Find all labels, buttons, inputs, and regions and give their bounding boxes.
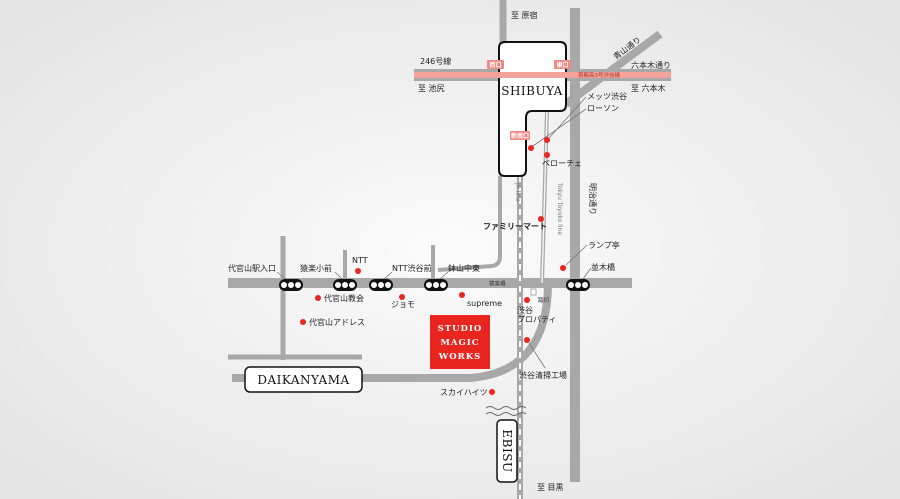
lawson-marker xyxy=(528,145,534,151)
traffic-light-icon xyxy=(279,279,303,291)
ntt-marker xyxy=(355,268,361,274)
namikibashi-label: 並木橋 xyxy=(591,262,615,272)
veloce-marker xyxy=(544,152,550,158)
mets-leader xyxy=(548,96,587,139)
daikanyama-station-name: DAIKANYAMA xyxy=(257,373,349,387)
daikanyama-address-label: 代官山アドレス xyxy=(309,317,365,327)
hachiyama-to-station-road xyxy=(437,176,502,272)
family-mart-marker xyxy=(538,216,544,222)
to-harajuku-label: 至 原宿 xyxy=(511,10,538,20)
traffic-light-icon xyxy=(333,279,357,291)
hachiyama-chuto-leader xyxy=(438,271,449,281)
lawson-leader xyxy=(532,108,587,147)
exit-west-badge xyxy=(487,60,504,69)
to-ikejiri-label: 至 池尻 xyxy=(418,83,445,93)
incineration-plant-leader xyxy=(528,342,546,369)
to-roppongi-label: 至 六本木 xyxy=(631,83,666,93)
hachiyama-chuto-label: 鉢山中東 xyxy=(448,263,480,273)
incineration-plant-label: 渋谷清掃工場 xyxy=(519,370,567,380)
jr-line-label: JR line xyxy=(514,182,521,202)
crossing-marker xyxy=(530,288,537,296)
daikanyama-station-badge xyxy=(244,366,363,393)
exit-west-label: 西口 xyxy=(489,61,501,69)
mets-shibuya-marker xyxy=(544,137,550,143)
sky-heights-label: スカイハイツ xyxy=(440,388,488,397)
studio-name-line1: STUDIO xyxy=(438,324,483,334)
expressway-label: 首都高3号渋谷線 xyxy=(578,71,620,79)
shibuya-property-marker xyxy=(524,297,530,303)
exit-east-label: 東口 xyxy=(556,61,568,69)
exit-new-south-badge xyxy=(510,131,530,140)
supreme-label: supreme xyxy=(467,299,502,308)
route-246-label: 246号線 xyxy=(420,56,451,66)
sarugaku-bridge-label: 猿楽橋 xyxy=(489,280,506,288)
daikanyama-curve-road xyxy=(232,282,552,382)
jomo-marker xyxy=(399,294,405,300)
crossing-label: 踏切 xyxy=(538,296,550,304)
studio-name-line3: WORKS xyxy=(438,352,482,362)
daikanyama-entrance-leader xyxy=(276,271,288,281)
lamp-tei-label: ランプ亭 xyxy=(588,240,620,250)
daikanyama-entrance-label: 代官山駅入口 xyxy=(228,263,276,273)
studio-magic-works-location: STUDIO MAGIC WORKS xyxy=(430,315,490,369)
road-break-marks xyxy=(485,406,527,416)
traffic-light-icon xyxy=(566,279,590,291)
shibuya-station-name: SHIBUYA xyxy=(501,84,563,98)
mets-shibuya-label: メッツ渋谷 xyxy=(587,91,627,101)
studio-name-line2: MAGIC xyxy=(440,338,479,348)
lawson-label: ローソン xyxy=(587,104,619,113)
studio-box xyxy=(430,315,490,369)
ebisu-station-name: EBISU xyxy=(500,429,514,472)
sarugaku-sho-mae-leader xyxy=(334,271,344,281)
daikanyama-church-label: 代官山教会 xyxy=(324,293,364,303)
sarugaku-sho-mae-label: 猿楽小前 xyxy=(300,263,332,273)
ntt-label: NTT xyxy=(352,256,368,265)
shibuya-property-label-line1: 渋谷 xyxy=(517,305,533,315)
jomo-label: ジョモ xyxy=(391,300,415,309)
to-meguro-label: 至 目黒 xyxy=(537,483,564,492)
meiji-dori-label: 明治通り xyxy=(588,183,598,215)
ntt-shibuya-mae-leader xyxy=(382,271,393,281)
daikanyama-church-marker xyxy=(315,295,321,301)
supreme-marker xyxy=(459,292,465,298)
ntt-shibuya-mae-label: NTT渋谷前 xyxy=(392,263,432,273)
exit-new-south-label: 新南口 xyxy=(511,132,529,140)
namikibashi-leader xyxy=(582,267,592,280)
sky-heights-marker xyxy=(489,389,495,395)
ebisu-station-badge xyxy=(496,419,518,483)
veloce-label: ベローチェ xyxy=(542,159,582,168)
roppongi-dori-label: 六本木通り xyxy=(631,60,671,70)
toyoko-line-label: Tokyu Toyoko line xyxy=(556,182,563,235)
traffic-light-icon xyxy=(369,279,393,291)
shibuya-property-label-line2: プロパティ xyxy=(517,315,557,324)
incineration-plant-marker xyxy=(524,337,530,343)
lamp-tei-marker xyxy=(560,265,566,271)
lamp-tei-leader xyxy=(565,244,588,266)
daikanyama-address-marker xyxy=(300,319,306,325)
exit-east-badge xyxy=(554,60,571,69)
traffic-light-icon xyxy=(424,279,448,291)
family-mart-label: ファミリーマート xyxy=(483,222,547,231)
